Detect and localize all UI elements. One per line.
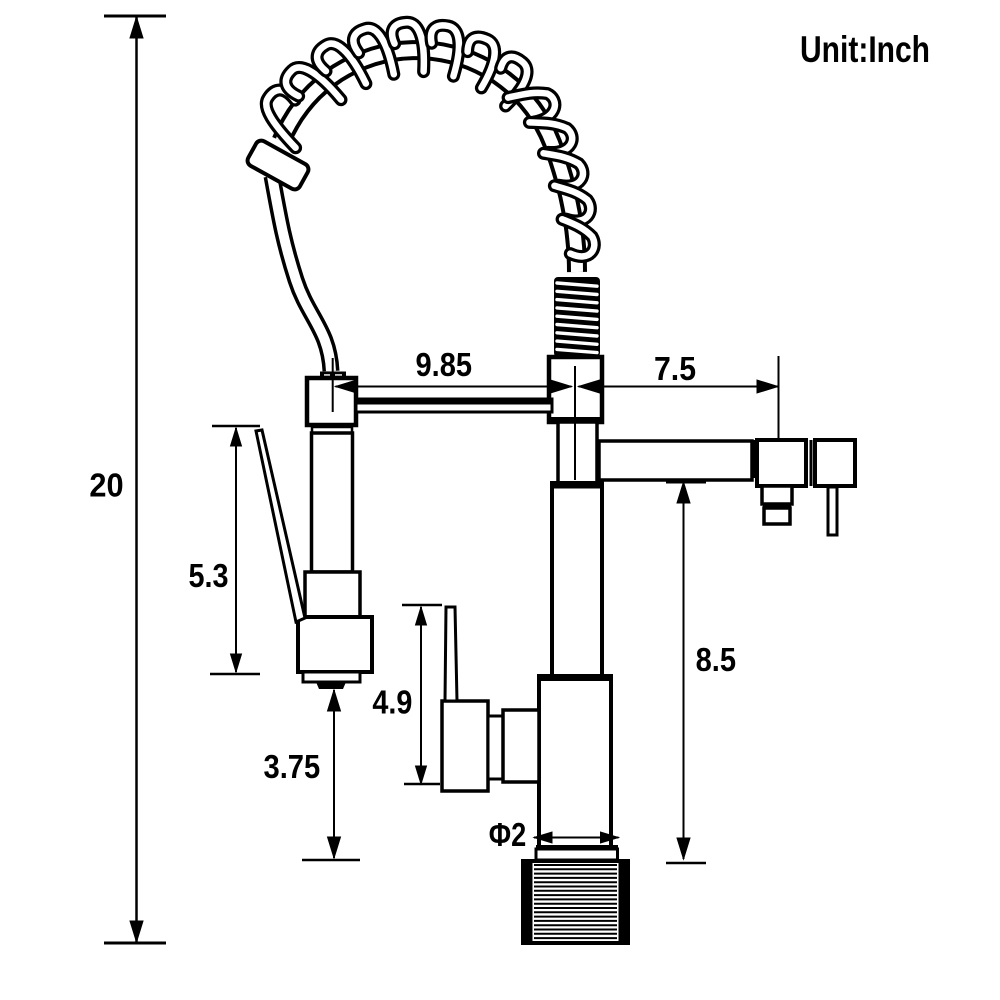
svg-text:8.5: 8.5 (696, 641, 736, 678)
svg-text:4.9: 4.9 (372, 684, 412, 721)
svg-text:Φ2: Φ2 (489, 816, 526, 853)
svg-text:5.3: 5.3 (189, 557, 229, 594)
svg-text:20: 20 (89, 466, 123, 503)
svg-text:9.85: 9.85 (416, 346, 473, 383)
svg-text:7.5: 7.5 (654, 350, 696, 387)
svg-text:3.75: 3.75 (264, 748, 321, 785)
svg-text:Unit:Inch: Unit:Inch (800, 29, 930, 70)
